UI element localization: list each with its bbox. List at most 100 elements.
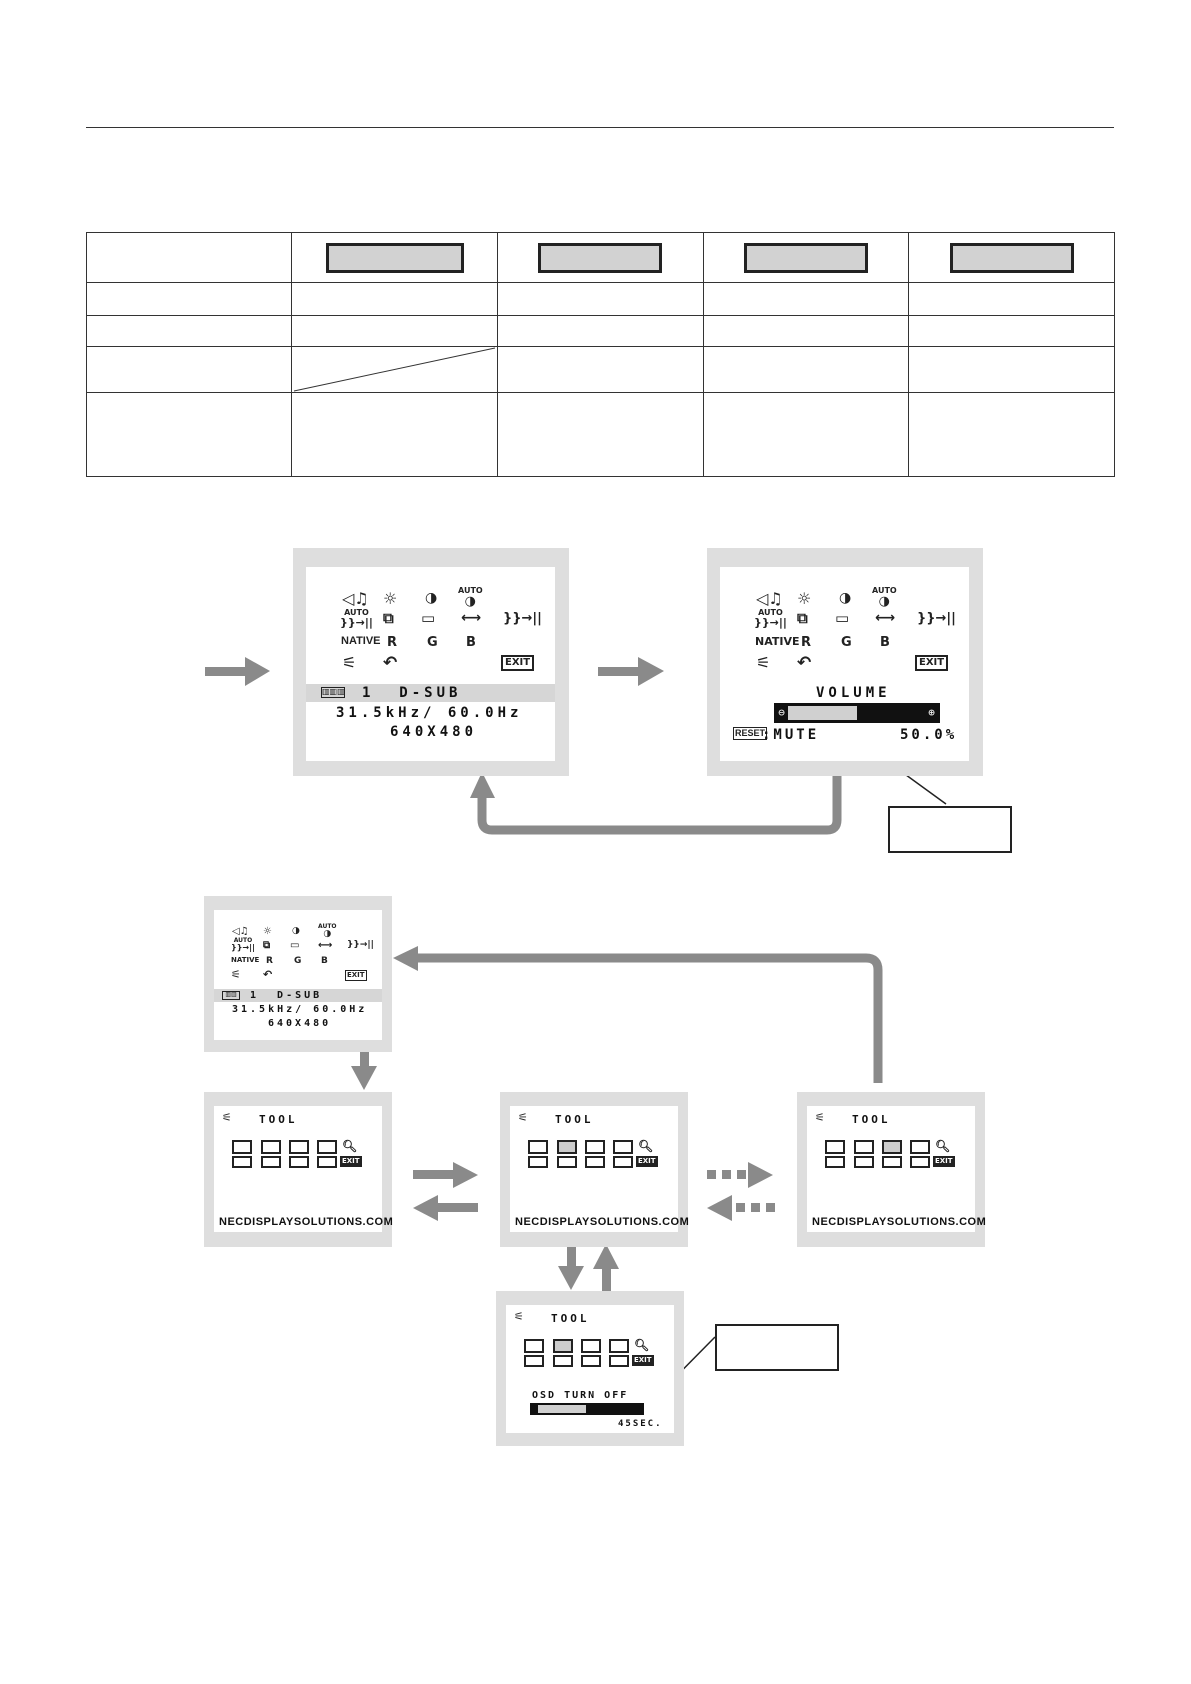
url-label: NECDISPLAYSOLUTIONS.COM xyxy=(812,1216,987,1228)
osd-time-icon xyxy=(553,1339,573,1353)
volume-icon: ◁♫ xyxy=(756,589,783,608)
down-up-icon: ▭ xyxy=(835,609,850,627)
language-sub-icon xyxy=(524,1355,544,1367)
exit-icon: EXIT xyxy=(636,1156,658,1167)
exit-icon: EXIT xyxy=(915,655,949,671)
blue-label: B xyxy=(321,956,328,966)
signal-info-icon xyxy=(317,1140,337,1154)
button-image xyxy=(949,242,1074,273)
tool-screen-3: ⚟ TOOL 🔍︎ EXIT NECDISPLAYSOLUTIONS.COM xyxy=(797,1092,987,1247)
signal-info-icon xyxy=(613,1140,633,1154)
information-icon: 🔍︎ xyxy=(634,1338,650,1352)
down-up-icon: ▭ xyxy=(290,940,300,951)
volume-slider-fill xyxy=(788,706,857,720)
osd-time-sub-icon xyxy=(854,1156,874,1168)
native-label: NATIVE xyxy=(341,635,381,647)
tool-icon: ⚟ xyxy=(756,653,771,672)
control-table xyxy=(85,232,1115,477)
minus-icon[interactable]: ⊖ xyxy=(778,706,785,719)
signal-sub-icon xyxy=(317,1156,337,1168)
osd-lock-icon xyxy=(882,1140,902,1154)
language-sub-icon xyxy=(825,1156,845,1168)
tool-screen-2: ⚟ TOOL 🔍︎ EXIT NECDISPLAYSOLUTIONS.COM xyxy=(500,1092,689,1247)
volume-title: VOLUME xyxy=(816,685,891,701)
volume-slider[interactable]: ⊖ ⊕ xyxy=(774,703,940,723)
top-rule xyxy=(86,127,1114,128)
fine-icon: }}→|| xyxy=(503,611,542,626)
dsub-connector-icon: ▥▥▥ xyxy=(321,687,345,698)
green-label: G xyxy=(427,635,438,650)
volume-icon: ◁♫ xyxy=(232,926,249,937)
red-label: R xyxy=(801,635,812,650)
osd-volume-screen: ◁♫ ☼ ◑ AUTO◑ AUTO}}→|| ⧉ ▭ ⟷ }}→|| NATIV… xyxy=(707,548,983,776)
h-size-icon: ⟷ xyxy=(318,940,333,951)
native-label: NATIVE xyxy=(231,956,260,964)
osd-turn-off-slider[interactable] xyxy=(530,1403,644,1415)
input-label: 1 D-SUB xyxy=(250,990,323,1001)
blue-label: B xyxy=(466,635,476,650)
button-image xyxy=(743,242,868,273)
volume-icon: ◁♫ xyxy=(342,589,369,608)
tool-icon: ⚟ xyxy=(518,1111,528,1124)
auto-contrast-icon: AUTO◑ xyxy=(318,923,337,939)
exit-icon: EXIT xyxy=(933,1156,955,1167)
osd-lock-icon xyxy=(585,1140,605,1154)
frequency-label: 31.5kHz/ 60.0Hz xyxy=(232,1004,368,1015)
plus-icon[interactable]: ⊕ xyxy=(928,706,935,719)
brightness-icon: ☼ xyxy=(383,589,398,608)
frequency-label: 31.5kHz/ 60.0Hz xyxy=(336,705,523,721)
dsub-connector-icon: ▥▥ xyxy=(222,991,240,1000)
tool-icon: ⚟ xyxy=(514,1310,524,1323)
button-image xyxy=(325,242,464,273)
contrast-icon: ◑ xyxy=(839,590,852,606)
signal-info-icon xyxy=(910,1140,930,1154)
auto-contrast-icon: AUTO◑ xyxy=(458,586,483,609)
left-right-icon: ⧉ xyxy=(797,609,808,627)
language-icon xyxy=(825,1140,845,1154)
signal-info-icon xyxy=(609,1339,629,1353)
osd-time-icon xyxy=(557,1140,577,1154)
reset-icon: RESET xyxy=(733,727,768,740)
exit-icon: EXIT xyxy=(345,970,367,981)
language-sub-icon xyxy=(232,1156,252,1168)
osd-time-sub-icon xyxy=(553,1355,573,1367)
contrast-icon: ◑ xyxy=(292,926,300,936)
exit-icon: EXIT xyxy=(501,655,535,671)
diagonal-cell xyxy=(291,346,498,393)
auto-adjust-icon: AUTO}}→|| xyxy=(340,608,373,629)
osd-turn-off-fill xyxy=(538,1405,586,1413)
signal-sub-icon xyxy=(613,1156,633,1168)
language-icon xyxy=(524,1339,544,1353)
tool-icon: ⚟ xyxy=(222,1111,232,1124)
factory-preset-icon: ↶ xyxy=(797,653,812,673)
auto-contrast-icon: AUTO◑ xyxy=(872,586,897,609)
information-icon: 🔍︎ xyxy=(935,1139,951,1153)
information-icon: 🔍︎ xyxy=(638,1139,654,1153)
factory-preset-icon: ↶ xyxy=(263,968,273,981)
auto-adjust-icon: AUTO}}→|| xyxy=(231,937,255,952)
information-icon: 🔍︎ xyxy=(342,1139,358,1153)
fine-icon: }}→|| xyxy=(917,611,956,626)
tool-screen-1: ⚟ TOOL 🔍︎ EXIT NECDISPLAYSOLUTIONS.COM xyxy=(204,1092,394,1247)
h-size-icon: ⟷ xyxy=(461,610,482,626)
green-label: G xyxy=(841,635,852,650)
native-label: NATIVE xyxy=(755,635,800,648)
green-label: G xyxy=(294,956,302,966)
osd-small-screen: ◁♫ ☼ ◑ AUTO◑ AUTO}}→|| ⧉ ▭ ⟷ }}→|| NATIV… xyxy=(204,896,392,1052)
osd-lock-sub-icon xyxy=(585,1156,605,1168)
mute-label: :MUTE xyxy=(762,727,820,743)
button-image xyxy=(538,242,663,273)
fine-icon: }}→|| xyxy=(347,940,374,950)
seconds-label: 45SEC. xyxy=(618,1419,663,1429)
osd-main-screen: ◁♫ ☼ ◑ AUTO◑ AUTO}}→|| ⧉ ▭ ⟷ }}→|| NATIV… xyxy=(293,548,569,776)
osd-lock-sub-icon xyxy=(882,1156,902,1168)
exit-icon: EXIT xyxy=(340,1156,362,1167)
osd-time-icon xyxy=(261,1140,281,1154)
brightness-icon: ☼ xyxy=(263,926,272,937)
url-label: NECDISPLAYSOLUTIONS.COM xyxy=(219,1216,394,1228)
osd-lock-sub-icon xyxy=(581,1355,601,1367)
tool-osd-turn-off-screen: ⚟ TOOL 🔍︎ EXIT OSD TURN OFF 45SEC. xyxy=(496,1291,684,1446)
tool-title: TOOL xyxy=(555,1113,594,1126)
tool-icon: ⚟ xyxy=(231,968,241,981)
